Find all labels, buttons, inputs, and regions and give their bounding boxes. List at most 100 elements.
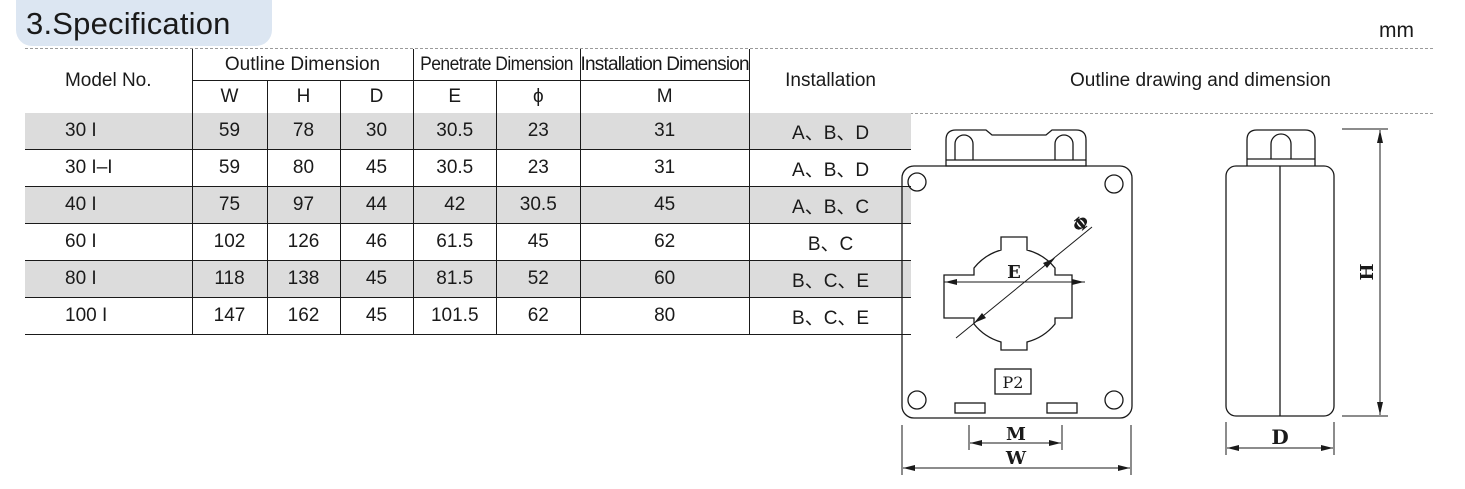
cell-h: 80 — [266, 149, 340, 187]
label-h: H — [1357, 263, 1378, 280]
arrow-h-bottom — [1377, 402, 1383, 415]
cell-w: 102 — [191, 223, 267, 261]
mount-hole-bl — [907, 390, 927, 410]
section-title: 3.Specification — [26, 6, 231, 41]
cell-phi: 62 — [496, 297, 581, 335]
cell-m: 45 — [579, 186, 750, 224]
cell-installation: B、C、E — [748, 297, 912, 335]
arrow-phi-1 — [1043, 258, 1055, 268]
header-outline-dimension: Outline Dimension — [191, 49, 413, 81]
cell-m: 62 — [579, 223, 750, 261]
cell-h: 162 — [266, 297, 340, 335]
label-p2: P2 — [1003, 373, 1024, 392]
label-w: W — [1005, 448, 1027, 469]
arrow-m-right — [1049, 440, 1061, 446]
header-model-no: Model No. — [64, 70, 152, 91]
mount-hole-tr — [1104, 174, 1124, 194]
cell-e: 101.5 — [412, 297, 497, 335]
front-bracket-slot-left — [954, 134, 974, 160]
front-foot-left — [954, 402, 986, 414]
cell-phi: 23 — [496, 149, 581, 187]
front-dimension-lines — [901, 226, 1132, 475]
arrow-e-left — [945, 279, 957, 285]
cell-installation: B、C — [748, 223, 912, 261]
arrow-m-left — [970, 440, 982, 446]
cell-model: 60 I — [25, 223, 192, 261]
cell-installation: A、B、C — [748, 186, 912, 224]
section-title-tab — [16, 0, 272, 46]
front-view — [901, 129, 1133, 419]
arrow-w-left — [903, 465, 915, 471]
side-view — [1225, 129, 1335, 417]
cell-w: 118 — [191, 260, 267, 298]
cell-model: 80 I — [25, 260, 192, 298]
cell-installation: A、B、D — [748, 149, 912, 187]
cell-installation: B、C、E — [748, 260, 912, 298]
cell-phi: 45 — [496, 223, 581, 261]
front-bracket-slot-right — [1054, 134, 1074, 160]
arrow-phi-2 — [974, 313, 986, 323]
header-installation: Installation — [748, 49, 912, 113]
cell-m: 60 — [579, 260, 750, 298]
header-h: H — [266, 80, 340, 113]
cell-d: 45 — [339, 149, 413, 187]
cell-h: 97 — [266, 186, 340, 224]
header-phi: ϕ — [496, 80, 581, 113]
cell-model: 40 I — [25, 186, 192, 224]
unit-label: mm — [1379, 19, 1414, 42]
cell-e: 81.5 — [412, 260, 497, 298]
penetrate-window — [943, 236, 1073, 351]
cell-d: 45 — [339, 297, 413, 335]
header-w: W — [191, 80, 267, 113]
side-bracket-slot — [1270, 133, 1292, 159]
cell-d: 44 — [339, 186, 413, 224]
front-foot-right — [1046, 402, 1078, 414]
cell-phi: 23 — [496, 113, 581, 150]
front-body — [901, 165, 1133, 419]
cell-model: 30 I — [25, 113, 192, 150]
mount-hole-tl — [907, 172, 927, 192]
arrow-e-right — [1072, 279, 1084, 285]
divider-top — [25, 48, 1433, 49]
arrow-d-left — [1227, 445, 1239, 451]
specification-table: Model No. Outline Dimension Penetrate Di… — [25, 49, 912, 335]
arrow-h-top — [1377, 130, 1383, 143]
label-phi: Φ — [1069, 211, 1095, 237]
drawing-title: Outline drawing and dimension — [1070, 70, 1331, 91]
cell-d: 46 — [339, 223, 413, 261]
cell-d: 45 — [339, 260, 413, 298]
cell-h: 78 — [266, 113, 340, 150]
arrow-w-right — [1118, 465, 1130, 471]
cell-model: 100 I — [25, 297, 192, 335]
cell-m: 31 — [579, 149, 750, 187]
front-mounting-bracket — [945, 129, 1087, 167]
cell-model: 30 I–I — [25, 149, 192, 187]
cell-e: 30.5 — [412, 149, 497, 187]
header-m: M — [579, 80, 750, 113]
header-penetrate-dimension: Penetrate Dimension — [419, 49, 574, 81]
cell-e: 30.5 — [412, 113, 497, 150]
label-d: D — [1271, 425, 1288, 449]
header-e: E — [412, 80, 497, 113]
cell-h: 138 — [266, 260, 340, 298]
cell-w: 59 — [191, 113, 267, 150]
cell-m: 31 — [579, 113, 750, 150]
mount-hole-br — [1104, 390, 1124, 410]
p2-label-box — [994, 368, 1032, 395]
header-installation-dimension: Installation Dimension — [579, 49, 750, 81]
cell-e: 61.5 — [412, 223, 497, 261]
side-dimension-lines — [1225, 128, 1388, 455]
cell-m: 80 — [579, 297, 750, 335]
cell-w: 147 — [191, 297, 267, 335]
cell-installation: A、B、D — [748, 113, 912, 150]
cell-w: 59 — [191, 149, 267, 187]
cell-d: 30 — [339, 113, 413, 150]
arrow-d-right — [1321, 445, 1333, 451]
cell-w: 75 — [191, 186, 267, 224]
